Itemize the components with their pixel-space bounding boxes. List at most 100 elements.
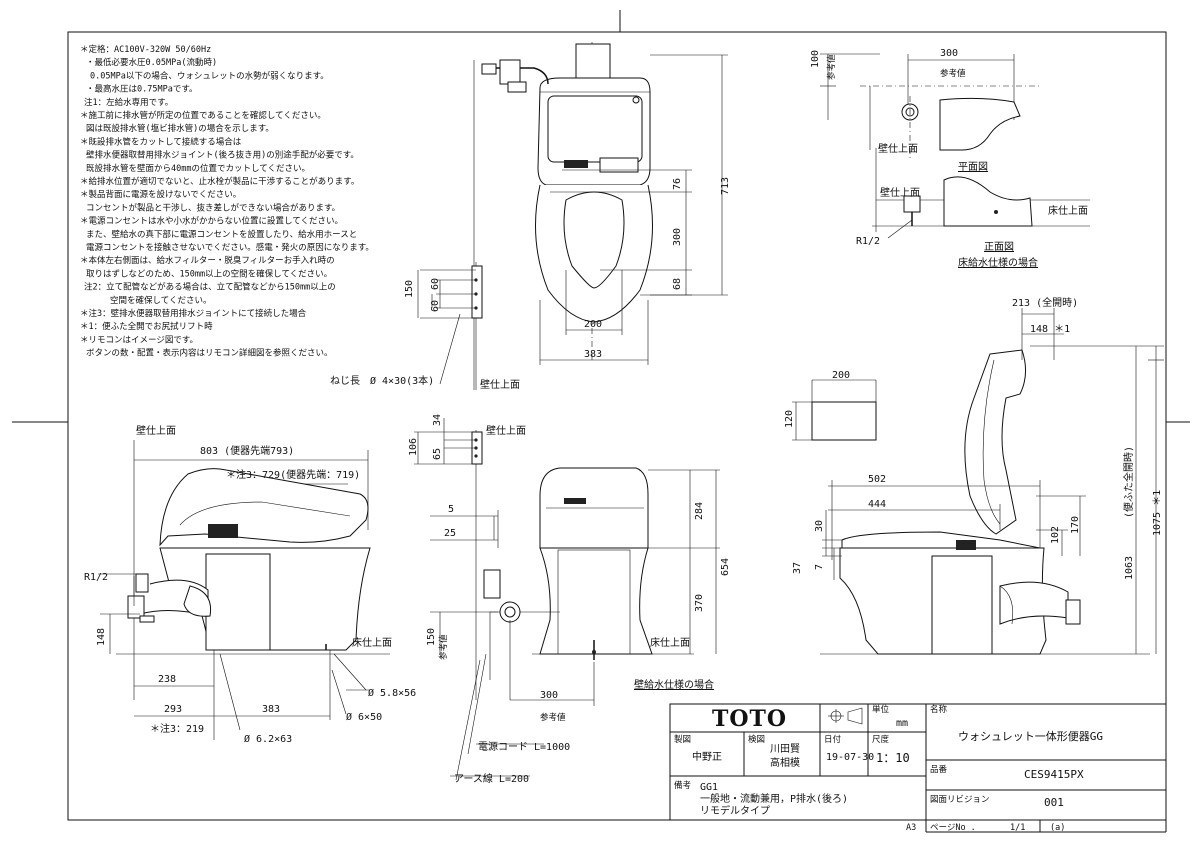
note-line: ＊既設排水管をカットして接続する場合は — [80, 136, 242, 147]
dim-side-d62: Ø 6.2×63 — [244, 733, 292, 745]
note-line: ＊リモコンはイメージ図です。 — [80, 335, 198, 345]
dim-rs-170: 170 — [1070, 516, 1081, 534]
note-line: ボタンの数・配置・表示内容はリモコン詳細図を参照ください。 — [86, 348, 333, 359]
dimension-labels: 713 76 300 68 200 383 150 60 60 100 300 … — [96, 48, 1163, 745]
checker-label: 検図 — [748, 734, 765, 745]
dim-383: 383 — [584, 349, 602, 360]
dim-rm-60a: 60 — [430, 278, 441, 290]
drafter-value: 中野正 — [692, 750, 722, 763]
dim-full-open: 213 (全開時) — [1012, 296, 1078, 309]
checker-value-1: 川田賢 — [770, 743, 800, 755]
remark-line-3: リモデルタイプ — [700, 804, 770, 817]
note-line: 注1：左給水専用です。 — [84, 97, 173, 108]
dim-fr-370: 370 — [694, 594, 705, 612]
dim-fr-300: 300 — [540, 690, 558, 701]
dim-fr-25: 25 — [444, 528, 456, 539]
product-name: ウォシュレット一体形便器GG — [958, 729, 1103, 743]
right-side-view — [792, 308, 1164, 655]
revision-value: 001 — [1044, 796, 1064, 809]
checker-value-2: 高相模 — [770, 756, 800, 769]
dim-rs-37: 37 — [792, 562, 803, 574]
dim-fr-5: 5 — [448, 504, 454, 515]
note-line: ＊定格：AC100V-320W 50/60Hz — [80, 44, 211, 55]
note-line: コンセントが製品と干渉し、抜き差しができない場合があります。 — [86, 202, 340, 213]
note-line: ＊製品背面に電源を設けないでください。 — [80, 189, 241, 200]
note-line: 図は既設排水管(塩ビ排水管)の場合を示します。 — [86, 123, 274, 134]
label-wall-spec: 壁給水仕様の場合 — [634, 678, 714, 691]
projection-symbol-icon — [828, 707, 863, 725]
dim-68: 68 — [672, 278, 683, 290]
note-line: ＊本体左右側面は、給水フィルター・脱臭フィルターお手入れ時の — [80, 255, 335, 266]
label-ref-fr: 参考値 — [540, 712, 566, 723]
note-line: ・最低必要水圧0.05MPa(流動時) — [86, 57, 217, 68]
label-wall-plan: 壁仕上面 — [878, 142, 918, 155]
dim-pl-300: 300 — [940, 48, 958, 59]
dim-side-219: ＊注3：219 — [150, 722, 204, 735]
dim-fr-150: 150 — [426, 628, 437, 646]
page-mark: (a) — [1050, 823, 1065, 833]
dim-side-293: 293 — [164, 704, 182, 715]
dim-rm-60b: 60 — [430, 300, 441, 312]
dim-fr-284: 284 — [694, 502, 705, 520]
note-line: ・最高水圧は0.75MPaです。 — [86, 84, 197, 95]
note-line: ＊給排水位置が適切でないと、止水栓が製品に干渉することがあります。 — [80, 176, 359, 187]
label-ref-fr-v: 参考値 — [438, 634, 449, 660]
dim-side-d6: Ø 6×50 — [346, 711, 382, 723]
dim-pl-100: 100 — [810, 50, 821, 68]
note-line: 既設排水管を壁面から40mmの位置でカットしてください。 — [86, 163, 310, 174]
dim-rs-148: 148 ＊1 — [1030, 324, 1070, 335]
brand-logo: TOTO — [712, 706, 787, 732]
label-floor-side: 床仕上面 — [352, 636, 392, 649]
dim-rs-1063: 1063 — [1124, 556, 1135, 580]
label-floor-plan: 床仕上面 — [1048, 204, 1088, 217]
dim-rm-150: 150 — [404, 280, 415, 298]
remark-line-2: 一般地・流動兼用，P排水(後ろ) — [700, 792, 848, 805]
label-wall-side: 壁仕上面 — [136, 424, 176, 437]
label-ground-wire: アース線 L=200 — [454, 772, 529, 785]
page-value: 1/1 — [1010, 823, 1025, 833]
scale-label: 尺度 — [872, 734, 890, 745]
note-line: ＊1：便ふた全開でお尻拭リフト時 — [80, 321, 213, 332]
note-line: 空間を確保してください。 — [110, 295, 212, 306]
label-floor-spec: 床給水仕様の場合 — [958, 256, 1038, 269]
dim-side-148: 148 — [96, 628, 107, 646]
label-front-view: 正面図 — [984, 241, 1014, 253]
dim-rs-1075: 1075 ＊1 — [1152, 490, 1163, 536]
dim-200: 200 — [584, 319, 602, 330]
note-line: ＊注3：壁排水便器取替用排水ジョイントにて接続した場合 — [80, 308, 307, 319]
unit-value: mm — [896, 718, 908, 729]
dim-76: 76 — [672, 178, 683, 190]
dim-fr-65: 65 — [432, 448, 443, 460]
title-block: TOTO 単位 mm 名称 ウォシュレット一体形便器GG 製図 中野正 検図 川… — [669, 703, 1167, 833]
view-labels: 壁仕上面 壁仕上面 壁仕上面 壁仕上面 壁仕上面 床仕上面 床仕上面 床仕上面 … — [84, 54, 1088, 785]
scale-value: 1：10 — [876, 751, 910, 765]
dim-rs-200: 200 — [832, 370, 850, 381]
top-view — [417, 42, 728, 390]
note-line: 0.05MPa以下の場合、ウォシュレットの水勢が弱くなります。 — [90, 70, 329, 81]
dim-side-238: 238 — [158, 674, 176, 685]
product-code: CES9415PX — [1024, 768, 1084, 781]
label-ref-pl: 参考値 — [940, 68, 966, 79]
note-line: ＊電源コンセントは水や小水がかからない位置に設置してください。 — [80, 216, 343, 227]
label-wall-front-view: 壁仕上面 — [486, 424, 526, 437]
label-wall-top: 壁仕上面 — [480, 378, 520, 391]
product-code-label: 品番 — [930, 764, 948, 775]
note-line: ＊施工前に排水管が所定の位置であることを確認してください。 — [80, 110, 326, 121]
revision-label: 図面リビジョン — [930, 795, 990, 805]
remark-line-1: GG1 — [700, 782, 718, 793]
dim-rs-30: 30 — [814, 520, 825, 532]
dim-rs-502: 502 — [868, 474, 886, 485]
dim-rs-7: 7 — [814, 564, 825, 570]
label-ref-pl-v: 参考値 — [826, 54, 837, 80]
side-view — [98, 440, 390, 740]
label-lid-full-open: (便ふた全開時) — [1122, 446, 1135, 518]
date-label: 日付 — [824, 734, 842, 745]
paper-size: A3 — [906, 823, 916, 833]
remark-label: 備考 — [674, 780, 691, 791]
dim-rs-102: 102 — [1050, 526, 1061, 544]
dim-side-803: 803 (便器先端793) — [200, 444, 294, 457]
installation-notes: ＊定格：AC100V-320W 50/60Hz ・最低必要水圧0.05MPa(流動… — [80, 44, 374, 359]
label-floor-front: 床仕上面 — [650, 636, 690, 649]
dim-fr-106: 106 — [408, 438, 419, 456]
dim-300: 300 — [672, 228, 683, 246]
